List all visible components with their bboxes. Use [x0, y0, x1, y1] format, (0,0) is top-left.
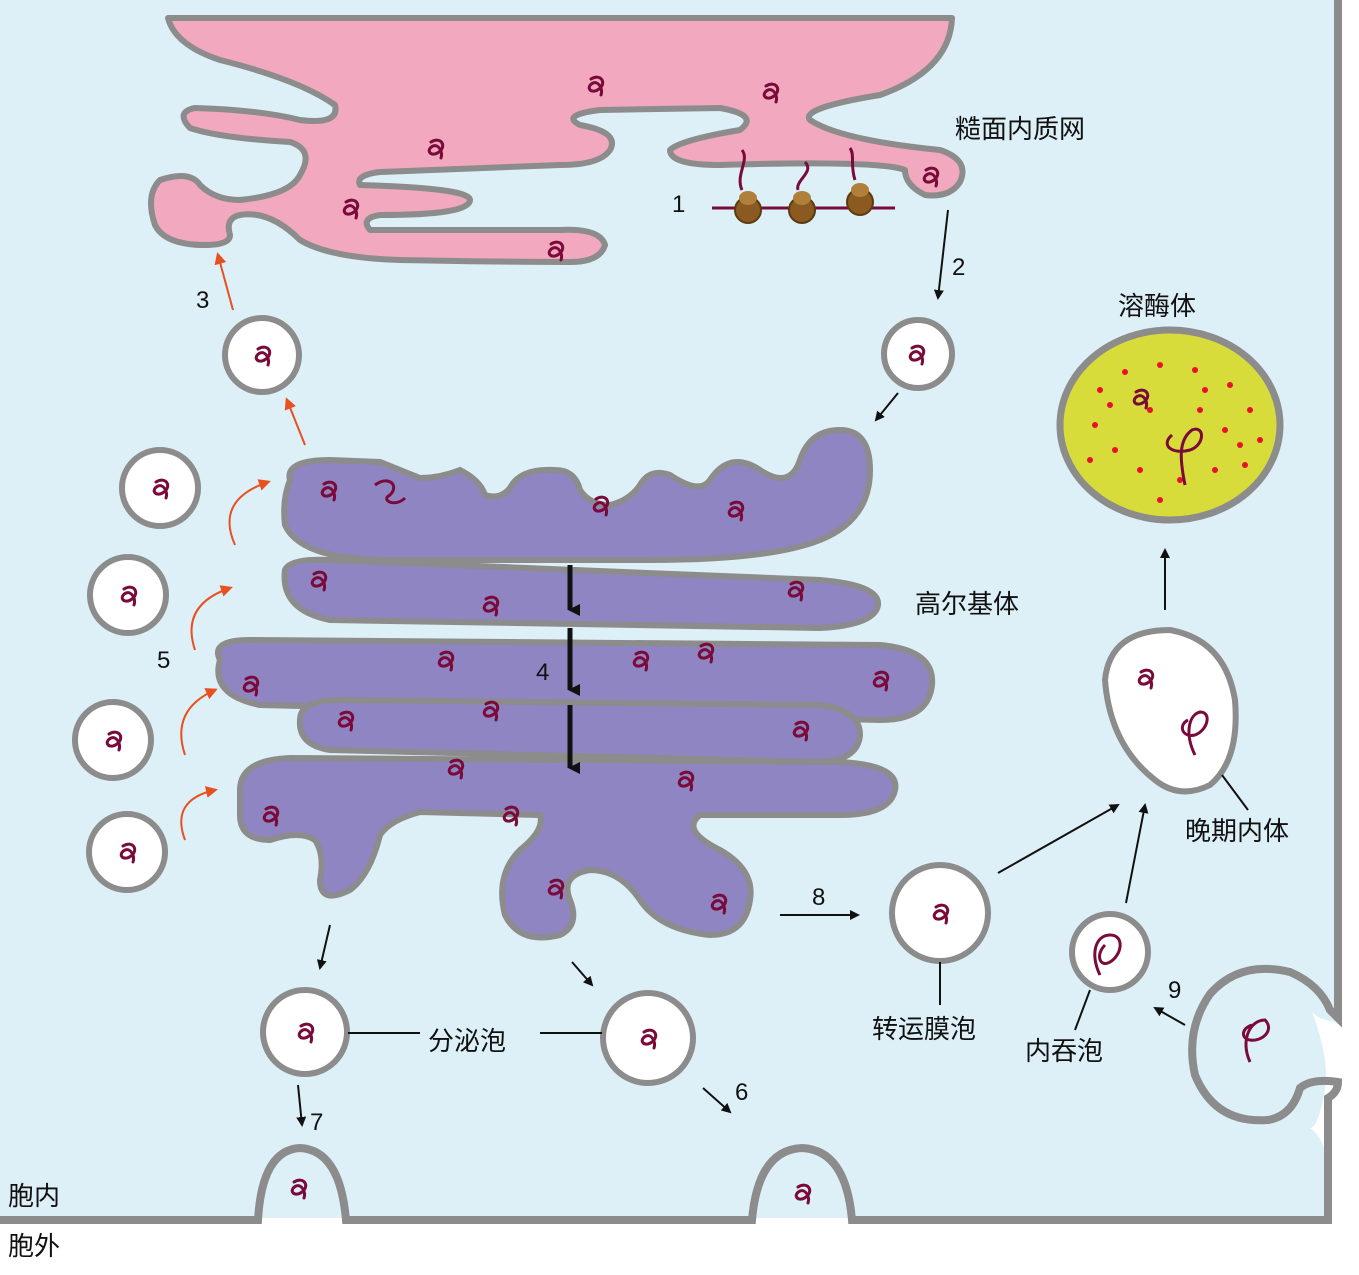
late-endosome-label: 晚期内体 — [1185, 817, 1289, 847]
rough-er-label: 糙面内质网 — [955, 115, 1085, 145]
rough-er — [148, 15, 966, 265]
step-4-label: 4 — [536, 659, 549, 686]
step-6-label: 6 — [735, 1079, 748, 1106]
late-endosome — [1101, 626, 1239, 795]
transport-vesicle — [889, 862, 991, 964]
leader-lines — [348, 774, 1249, 1034]
secretory-vesicle-right — [600, 990, 696, 1086]
lysosome-label: 溶酶体 — [1118, 292, 1196, 322]
step-3-label: 3 — [196, 287, 209, 314]
transport-vesicle-label: 转运膜泡 — [872, 1015, 976, 1045]
step-5-label: 5 — [157, 647, 170, 674]
plasma-membrane — [0, 0, 1343, 1224]
pathway-arrows — [180, 209, 1186, 1127]
outside-cell-label: 胞外 — [8, 1232, 60, 1262]
step-2-label: 2 — [952, 254, 965, 281]
golgi-return-vesicles — [72, 447, 201, 893]
endocytic-vesicle — [1069, 911, 1151, 993]
step-7-label: 7 — [310, 1109, 323, 1136]
lysosome — [1056, 326, 1284, 524]
step-8-label: 8 — [812, 884, 825, 911]
step-9-label: 9 — [1168, 977, 1181, 1004]
retrograde-vesicle — [222, 315, 302, 395]
golgi-label: 高尔基体 — [915, 590, 1019, 620]
step-1-label: 1 — [672, 191, 685, 218]
endocytic-vesicle-label: 内吞泡 — [1025, 1037, 1103, 1067]
secretory-vesicle-left — [260, 987, 350, 1077]
golgi-apparatus — [215, 426, 936, 941]
inside-cell-label: 胞内 — [8, 1182, 60, 1212]
er-to-golgi-vesicle — [881, 317, 955, 391]
secretory-vesicle-label: 分泌泡 — [428, 1027, 506, 1057]
ribosome-icon — [734, 147, 874, 224]
